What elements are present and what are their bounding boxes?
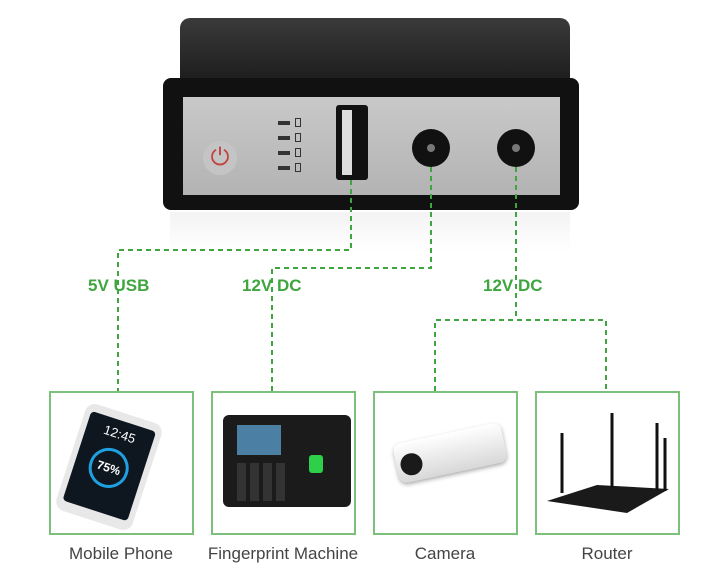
led-indicator <box>278 121 290 125</box>
camera-image <box>392 422 508 484</box>
dc1-line <box>271 167 432 391</box>
usb-label: 5V USB <box>88 276 150 295</box>
camera-box <box>373 391 518 535</box>
led-indicator <box>278 136 290 140</box>
power-icon: ⏻ <box>203 141 237 175</box>
battery-icon <box>295 163 301 172</box>
usb-port <box>336 105 368 180</box>
mobile-phone-box: 12:45 75% <box>49 391 194 535</box>
device-reflection <box>170 212 570 252</box>
phone-time: 12:45 <box>101 422 138 447</box>
led-indicator <box>278 166 290 170</box>
usb-line <box>117 180 352 391</box>
fingerprint-machine-box <box>211 391 356 535</box>
phone-image: 12:45 75% <box>53 401 165 533</box>
caption-mobile-phone: Mobile Phone <box>69 544 173 563</box>
dc-jack-1 <box>412 129 450 167</box>
dc-jack-2 <box>497 129 535 167</box>
battery-icon <box>295 118 301 127</box>
router-box <box>535 391 680 535</box>
dc2-label: 12V DC <box>483 276 543 295</box>
phone-charge: 75% <box>83 442 134 494</box>
usb-port-tongue <box>342 110 352 175</box>
ups-top <box>180 18 570 88</box>
caption-router: Router <box>581 544 633 563</box>
fingerprint-machine-image <box>223 415 351 507</box>
router-image <box>547 413 669 513</box>
battery-icon <box>295 133 301 142</box>
caption-fingerprint-machine: Fingerprint Machine <box>207 544 359 563</box>
dc1-label: 12V DC <box>242 276 302 295</box>
led-indicator <box>278 151 290 155</box>
dc2-branch <box>434 319 607 391</box>
caption-camera: Camera <box>414 544 476 563</box>
battery-icon <box>295 148 301 157</box>
